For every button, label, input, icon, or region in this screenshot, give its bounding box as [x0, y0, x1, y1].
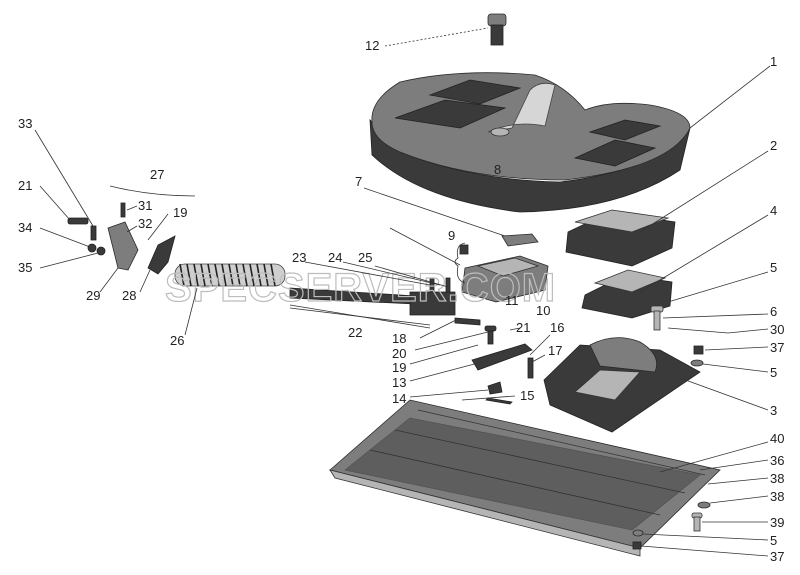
- label-3: 3: [770, 403, 777, 418]
- label-13: 13: [392, 375, 406, 390]
- part-26-spring: [174, 263, 286, 287]
- part-5-washer: [690, 359, 704, 367]
- brace-9: [454, 242, 466, 284]
- label-32: 32: [138, 216, 152, 231]
- part-6-bolt: [650, 305, 664, 331]
- label-30: 30: [770, 322, 784, 337]
- part-10-jaw: [459, 244, 549, 303]
- watermark-text: SPECSERVER.COM: [165, 266, 556, 310]
- part-36-base-plate: [329, 399, 721, 557]
- label-17: 17: [548, 343, 562, 358]
- label-26: 26: [170, 333, 184, 348]
- part-12-pin: [487, 13, 507, 46]
- part-38-washer: [697, 501, 711, 509]
- part-5-washer-bottom: [632, 529, 644, 537]
- label-19a: 19: [173, 205, 187, 220]
- label-38b: 38: [770, 489, 784, 504]
- label-25: 25: [358, 250, 372, 265]
- label-11: 11: [505, 293, 519, 308]
- part-37-nut: [693, 345, 704, 355]
- part-37-nut-bottom: [632, 541, 642, 550]
- label-9: 9: [448, 228, 455, 243]
- label-1: 1: [770, 54, 777, 69]
- label-28: 28: [122, 288, 136, 303]
- label-8: 8: [494, 162, 501, 177]
- label-14: 14: [392, 391, 406, 406]
- label-38a: 38: [770, 471, 784, 486]
- label-10: 10: [536, 303, 550, 318]
- part-4-bracket: [581, 269, 673, 319]
- label-31: 31: [138, 198, 152, 213]
- label-40: 40: [770, 431, 784, 446]
- label-5a: 5: [770, 260, 777, 275]
- label-23: 23: [292, 250, 306, 265]
- label-33: 33: [18, 116, 32, 131]
- label-37b: 37: [770, 549, 784, 564]
- label-39: 39: [770, 515, 784, 530]
- label-35: 35: [18, 260, 32, 275]
- label-7: 7: [355, 174, 362, 189]
- label-16: 16: [550, 320, 564, 335]
- label-4: 4: [770, 203, 777, 218]
- label-22: 22: [348, 325, 362, 340]
- label-37a: 37: [770, 340, 784, 355]
- part-39-bolt: [691, 512, 703, 532]
- label-5b: 5: [770, 365, 777, 380]
- label-15: 15: [520, 388, 534, 403]
- label-5c: 5: [770, 533, 777, 548]
- label-36: 36: [770, 453, 784, 468]
- label-21b: 21: [516, 320, 530, 335]
- small-fasteners: [454, 317, 534, 405]
- label-27: 27: [150, 167, 164, 182]
- part-27-linkage: [67, 202, 176, 275]
- label-18: 18: [392, 331, 406, 346]
- part-1-fifth-wheel-plate: [369, 72, 691, 213]
- part-22-rod: [289, 277, 456, 316]
- leader-lines: [34, 27, 771, 557]
- label-12: 12: [365, 38, 379, 53]
- part-3-saddle: [543, 337, 701, 433]
- span-22: [289, 304, 431, 329]
- part-2-bracket: [565, 209, 676, 267]
- part-7-block: [501, 233, 539, 247]
- label-19b: 19: [392, 360, 406, 375]
- label-21a: 21: [18, 178, 32, 193]
- label-2: 2: [770, 138, 777, 153]
- label-34: 34: [18, 220, 32, 235]
- label-20: 20: [392, 346, 406, 361]
- label-24: 24: [328, 250, 342, 265]
- label-6: 6: [770, 304, 777, 319]
- part-30-pin: [667, 327, 729, 334]
- label-29: 29: [86, 288, 100, 303]
